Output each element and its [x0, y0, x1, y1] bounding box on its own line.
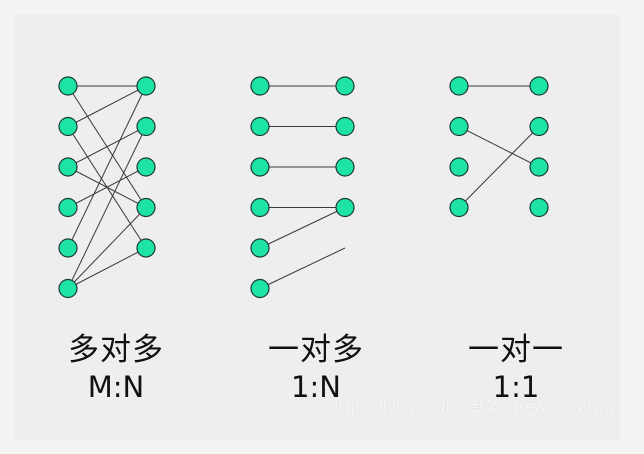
right-node — [529, 157, 549, 177]
edge-many-to-many — [67, 126, 147, 289]
left-node — [250, 76, 270, 96]
edge-many-to-many — [67, 85, 147, 249]
edge-one-to-many — [259, 247, 346, 289]
right-node — [136, 238, 156, 258]
edge-one-to-many — [259, 207, 346, 249]
edge-many-to-many — [67, 126, 147, 168]
right-node — [136, 157, 156, 177]
edge-many-to-many — [67, 207, 147, 289]
left-node — [58, 116, 78, 137]
left-node — [250, 197, 270, 218]
group-ratio-one-to-one: 1:1 — [492, 370, 540, 404]
right-node — [335, 157, 355, 177]
left-node — [250, 157, 270, 177]
group-ratio-many-to-many: M:N — [87, 370, 145, 404]
group-one-to-one — [449, 76, 549, 218]
edge-one-to-one — [458, 126, 540, 168]
left-node — [58, 278, 78, 299]
right-node — [529, 116, 549, 137]
right-node — [529, 197, 549, 218]
watermark: https://blog.csdn.net/Andrew_Chanwq — [328, 398, 614, 416]
left-node — [58, 197, 78, 218]
left-node — [449, 157, 469, 177]
group-label-many-to-many: 多对多 — [68, 332, 164, 368]
right-node — [136, 116, 156, 137]
right-node — [335, 197, 355, 218]
edge-many-to-many — [67, 166, 147, 208]
right-node — [335, 76, 355, 96]
edge-many-to-many — [67, 247, 147, 289]
right-node — [335, 116, 355, 137]
right-node — [529, 76, 549, 96]
group-many-to-many — [58, 76, 156, 299]
left-node — [58, 238, 78, 258]
edge-one-to-one — [458, 126, 540, 208]
group-label-one-to-many: 一对多 — [268, 332, 364, 368]
left-node — [250, 238, 270, 258]
group-one-to-many — [250, 76, 355, 299]
left-node — [250, 278, 270, 299]
left-node — [58, 76, 78, 96]
group-ratio-one-to-many: 1:N — [291, 370, 341, 404]
left-node — [449, 76, 469, 96]
right-node — [136, 76, 156, 96]
diagram-panel: 多对多 M:N 一对多 1:N 一对一 1:1 — [14, 14, 620, 440]
group-label-one-to-one: 一对一 — [468, 332, 564, 368]
edge-many-to-many — [67, 85, 147, 127]
relationship-diagram — [58, 76, 549, 299]
left-node — [449, 116, 469, 137]
right-node — [136, 197, 156, 218]
left-node — [58, 157, 78, 177]
left-node — [250, 116, 270, 137]
left-node — [449, 197, 469, 218]
